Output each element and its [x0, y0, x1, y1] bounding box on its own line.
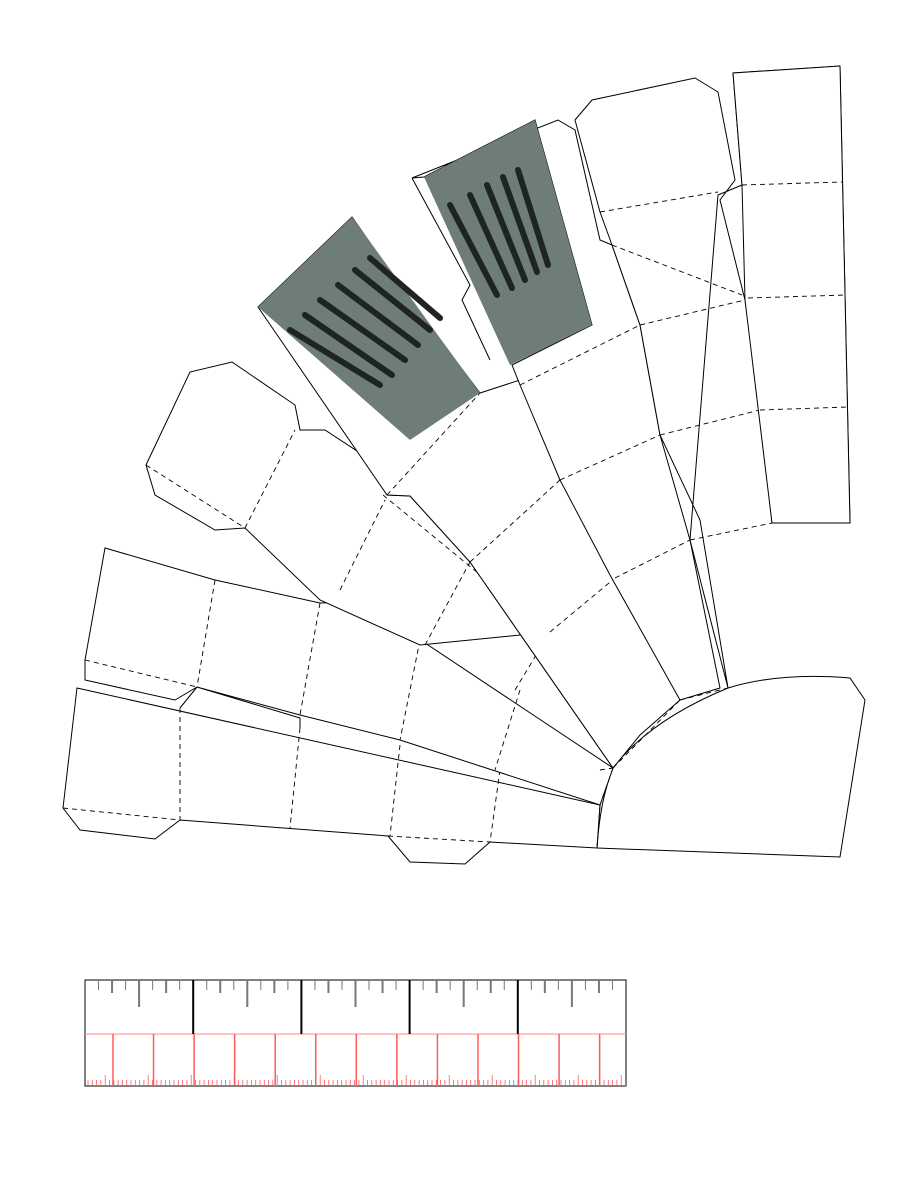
ruler [84, 979, 627, 1087]
strip-5 [411, 119, 729, 701]
strip-2 [84, 547, 614, 806]
strip-7 [732, 65, 851, 524]
hub-piece [596, 675, 866, 858]
strip-1 [62, 686, 601, 865]
grey-panel-1 [258, 217, 480, 440]
strip-4 [257, 216, 681, 769]
